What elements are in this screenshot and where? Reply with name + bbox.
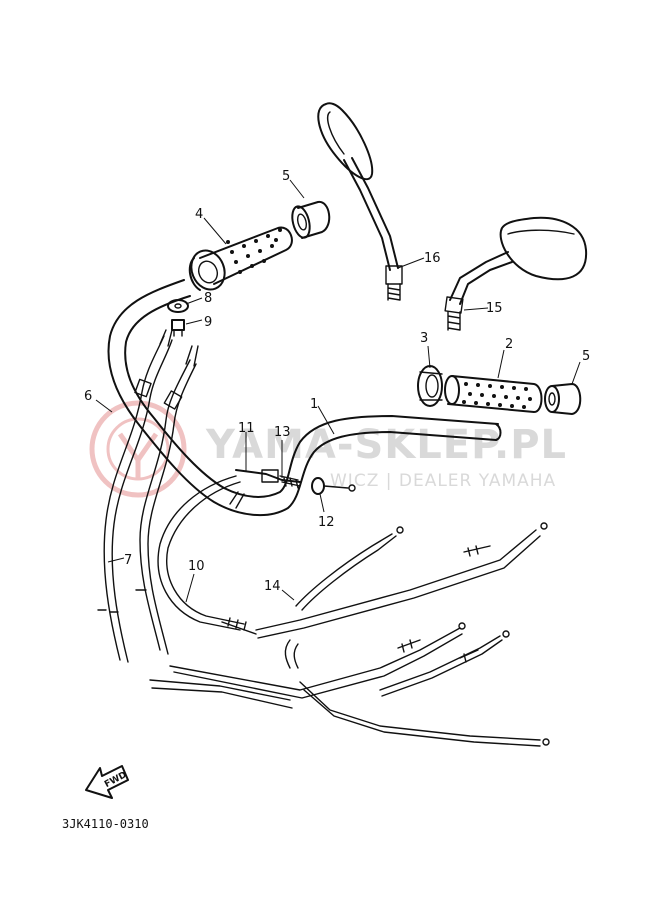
part-number-2: 2	[505, 337, 513, 352]
part-numbers: 1 2 3 4 5 5 6 7 8 9 10 11 12 13 14 15 16	[84, 169, 590, 594]
bar-end-weight-right	[544, 383, 582, 415]
left-grip	[188, 226, 293, 291]
part-number-9: 9	[204, 315, 212, 330]
tuning-fork-logo-icon	[89, 400, 187, 498]
right-mirror	[444, 216, 588, 331]
part-number-16: 16	[424, 251, 441, 266]
bar-end-weight-left	[291, 201, 331, 239]
handlebar	[107, 279, 502, 517]
part-number-3: 3	[420, 331, 428, 346]
part-number-10: 10	[188, 559, 205, 574]
clutch-cable	[157, 475, 257, 635]
fwd-arrow-icon: FWD	[85, 765, 129, 799]
part-number-4: 4	[195, 207, 203, 222]
diagram-code: 3JK4110-0310	[62, 817, 149, 831]
watermark-title: YAMA-SKLEP.PL	[205, 422, 567, 468]
cable-adjuster-parts	[167, 299, 189, 337]
watermark: YAMA-SKLEP.PL WICZ | DEALER YAMAHA	[89, 400, 567, 498]
part-number-5-top: 5	[282, 169, 290, 184]
part-number-7: 7	[124, 553, 132, 568]
part-number-5-right: 5	[582, 349, 590, 364]
part-number-1: 1	[310, 397, 318, 412]
leader-lines	[95, 179, 581, 603]
control-cables-right	[149, 522, 550, 747]
throttle-cables	[97, 329, 199, 663]
part-number-8: 8	[204, 291, 212, 306]
part-number-14: 14	[264, 579, 281, 594]
part-number-12: 12	[318, 515, 335, 530]
part-number-6: 6	[84, 389, 92, 404]
grip-end-ring	[417, 365, 443, 407]
part-number-13: 13	[274, 425, 291, 440]
left-mirror	[317, 102, 403, 301]
part-number-15: 15	[486, 301, 503, 316]
part-number-11: 11	[238, 421, 255, 436]
right-grip	[444, 375, 543, 413]
cable-adjuster-assembly	[235, 469, 356, 495]
watermark-subtitle: WICZ | DEALER YAMAHA	[330, 471, 556, 491]
